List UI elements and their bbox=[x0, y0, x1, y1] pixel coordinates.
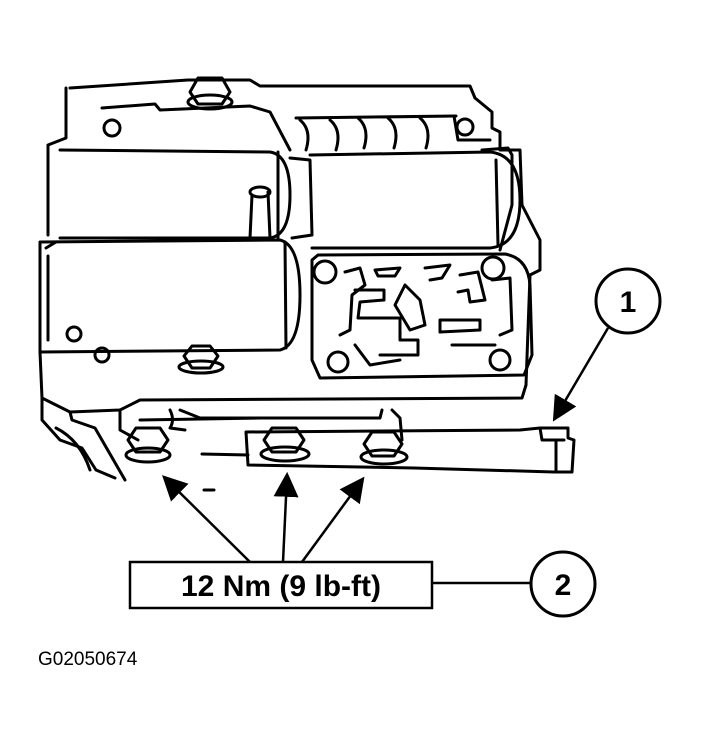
bolt-center bbox=[259, 426, 311, 463]
torque-leaders bbox=[162, 471, 530, 585]
callout-2-circle bbox=[529, 550, 597, 618]
valve-plate bbox=[310, 252, 534, 380]
upper-housing bbox=[68, 78, 542, 387]
solenoid-upper-right bbox=[308, 146, 522, 252]
bolt-left bbox=[124, 426, 172, 464]
callout-1-leader bbox=[552, 327, 610, 422]
filter-bar bbox=[200, 426, 576, 492]
torque-spec-label: 12 Nm (9 lb-ft) bbox=[181, 570, 381, 603]
callout-1-label: 1 bbox=[620, 286, 637, 319]
solenoid-lower-left bbox=[38, 238, 302, 364]
top-bolt bbox=[186, 76, 234, 111]
base-housing bbox=[38, 350, 528, 414]
callout-2-label: 2 bbox=[555, 569, 572, 602]
callout-1-circle bbox=[594, 267, 662, 335]
torque-spec-box bbox=[128, 560, 434, 610]
figure-id: G02050674 bbox=[38, 649, 138, 670]
lower-bolt bbox=[177, 344, 225, 375]
bolt-right bbox=[359, 430, 409, 466]
solenoid-upper-left bbox=[46, 144, 314, 240]
